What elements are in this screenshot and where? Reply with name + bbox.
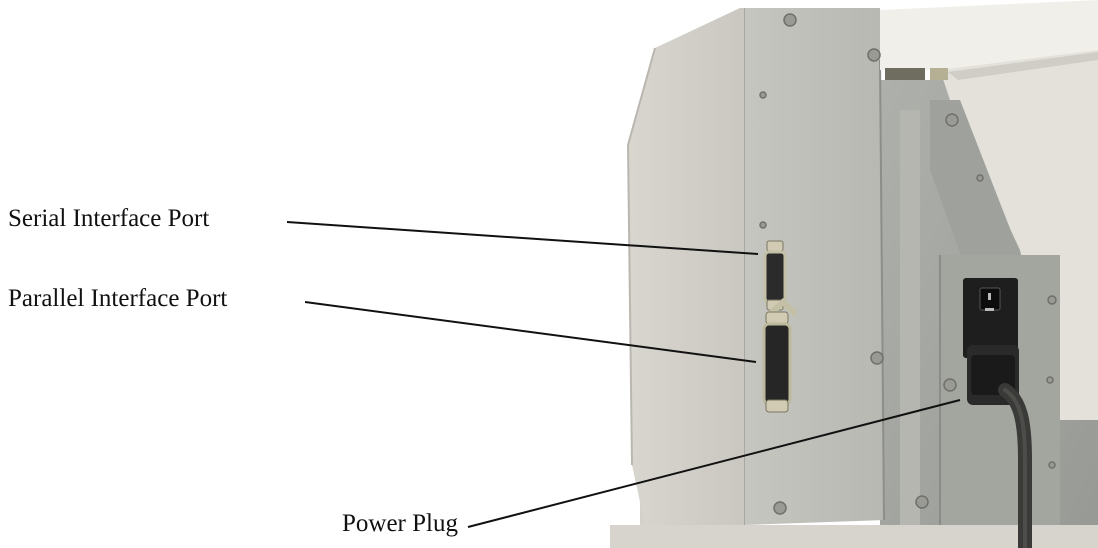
serial-leader-line <box>286 221 759 255</box>
leader-lines <box>286 221 961 528</box>
power-leader-line <box>467 399 961 528</box>
parallel-interface-port <box>762 311 792 413</box>
printer-side-housing <box>626 8 746 525</box>
power-cable <box>998 383 1032 548</box>
power-plug-label: Power Plug <box>342 510 458 537</box>
parallel-port-label: Parallel Interface Port <box>8 285 228 312</box>
serial-port-label: Serial Interface Port <box>8 205 210 232</box>
parallel-leader-line <box>304 301 757 363</box>
panel-screws <box>759 13 1057 515</box>
